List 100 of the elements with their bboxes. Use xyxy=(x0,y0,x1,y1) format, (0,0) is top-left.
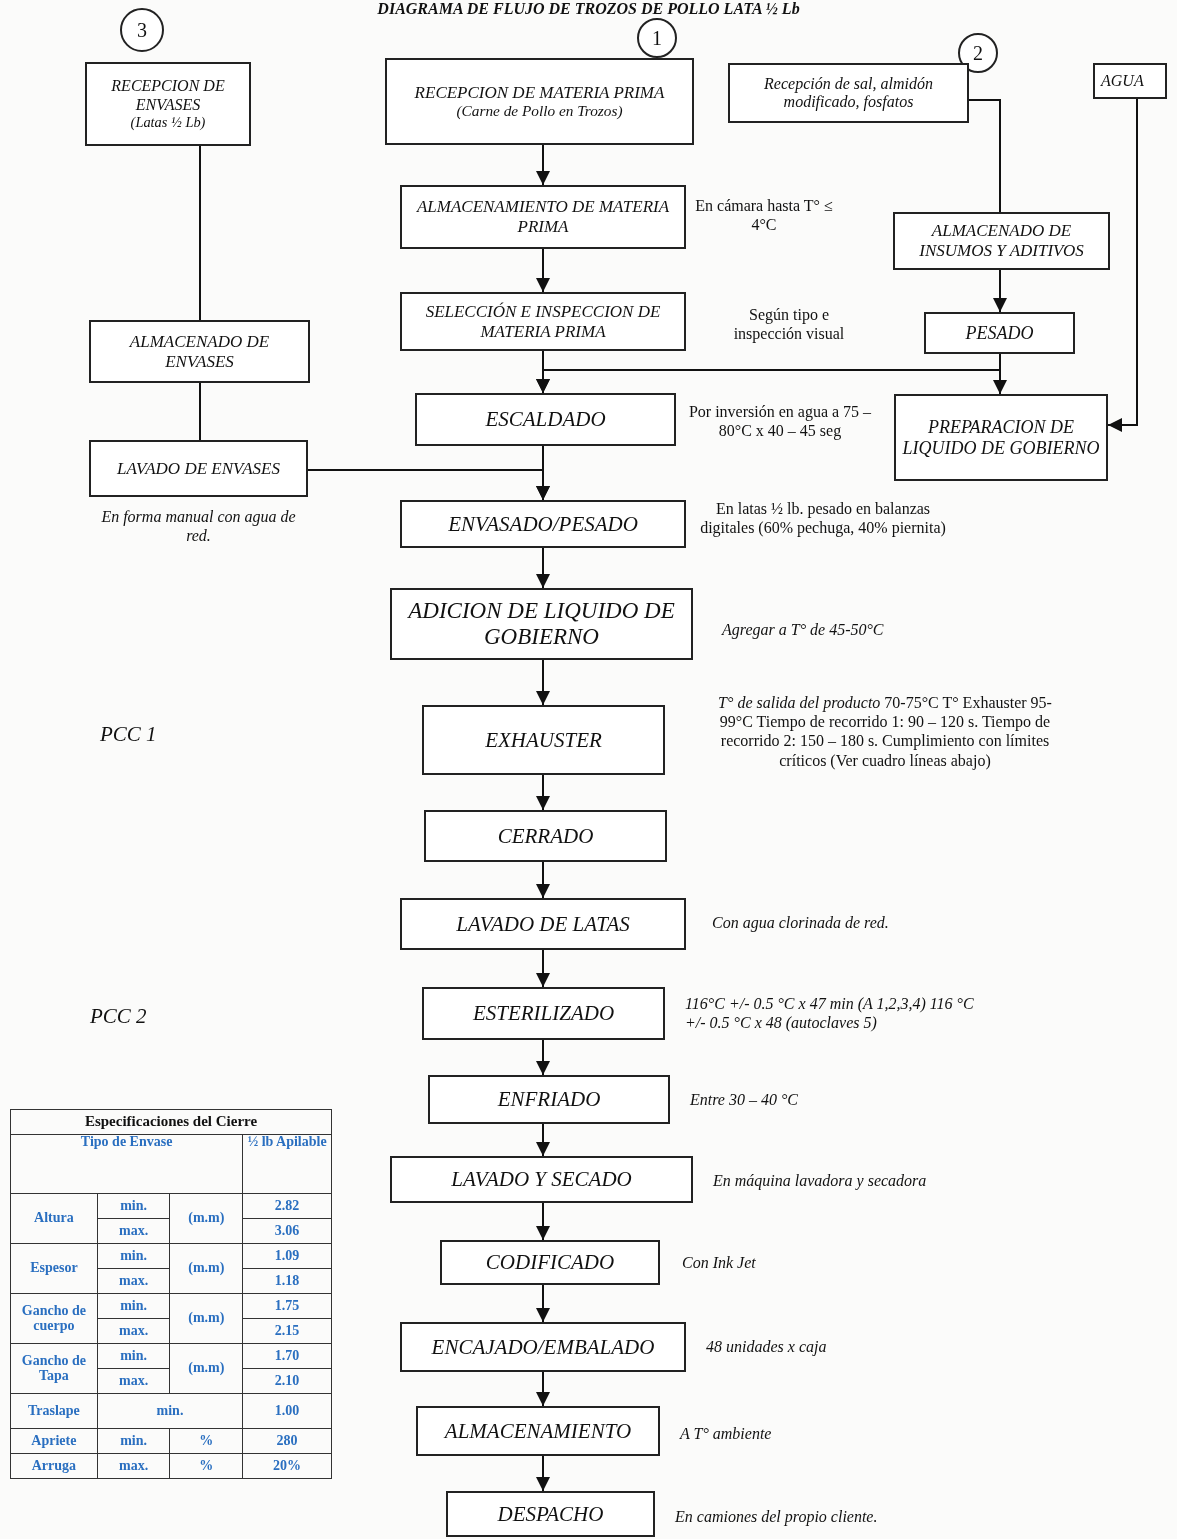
control-point-label: PCC 2 xyxy=(90,1004,147,1029)
step-note: Entre 30 – 40 °C xyxy=(690,1090,800,1110)
flow-arrow xyxy=(536,774,550,811)
flow-arrow xyxy=(1107,98,1138,432)
step-note: En latas ½ lb. pesado en balanzas digitales (60% pechuga, 40% piernita) xyxy=(699,499,947,538)
table-cell: 1.09 xyxy=(242,1243,332,1269)
step-note: En máquina lavadora y secadora xyxy=(713,1171,928,1191)
flow-arrow xyxy=(993,269,1007,313)
step-note: Con Ink Jet xyxy=(682,1253,757,1273)
process-box xyxy=(385,58,694,145)
table-cell: Arruga xyxy=(10,1453,98,1479)
step-title: RECEPCION DE MATERIA PRIMA xyxy=(414,82,665,103)
step-note: Agregar a T° de 45-50°C xyxy=(722,620,885,640)
process-box: ENCAJADO/EMBALADO xyxy=(400,1322,686,1372)
process-box: LAVADO DE ENVASES xyxy=(89,440,308,497)
flow-arrow xyxy=(536,144,550,186)
process-box: EXHAUSTER xyxy=(422,705,665,775)
table-cell: Espesor xyxy=(10,1243,98,1294)
table-cell: (m.m) xyxy=(169,1193,243,1244)
table-cell: Tipo de Envase xyxy=(10,1134,243,1194)
step-note: Con agua clorinada de red. xyxy=(712,913,890,933)
table-cell: 1.70 xyxy=(242,1343,332,1369)
table-cell: % xyxy=(169,1453,243,1479)
process-box: LAVADO Y SECADO xyxy=(390,1156,693,1203)
process-box: ADICION DE LIQUIDO DE GOBIERNO xyxy=(390,588,693,660)
table-cell: (m.m) xyxy=(169,1243,243,1294)
step-note: Por inversión en agua a 75 – 80°C x 40 – 45 seg xyxy=(687,402,873,441)
process-box: PREPARACION DE LIQUIDO DE GOBIERNO xyxy=(894,394,1108,481)
table-cell: Gancho de cuerpo xyxy=(10,1293,98,1344)
process-box xyxy=(85,62,251,146)
table-cell: Traslape xyxy=(10,1393,98,1429)
table-cell: 20% xyxy=(242,1453,332,1479)
connector-line xyxy=(199,145,201,321)
process-box: ESTERILIZADO xyxy=(422,987,665,1040)
table-cell: 3.06 xyxy=(242,1218,332,1244)
step-number-circle: 1 xyxy=(637,18,677,58)
step-note: En camiones del propio cliente. xyxy=(675,1507,879,1527)
table-cell: min. xyxy=(97,1393,243,1429)
table-cell: 1.00 xyxy=(242,1393,332,1429)
table-cell: min. xyxy=(97,1428,170,1454)
flow-arrow xyxy=(536,1123,550,1157)
table-cell: 2.82 xyxy=(242,1193,332,1219)
flow-arrow xyxy=(536,248,550,293)
process-box: ENFRIADO xyxy=(428,1075,670,1124)
step-note: (Carne de Pollo en Trozos) xyxy=(456,102,623,121)
process-box: LAVADO DE LATAS xyxy=(400,898,686,950)
flow-arrow xyxy=(536,861,550,899)
table-cell: min. xyxy=(97,1293,170,1319)
process-box: DESPACHO xyxy=(446,1491,655,1537)
table-cell: 1.18 xyxy=(242,1268,332,1294)
flow-arrow xyxy=(536,949,550,988)
control-point-label: PCC 1 xyxy=(100,722,157,747)
step-number-circle: 3 xyxy=(120,8,164,52)
process-box: ALMACENAMIENTO xyxy=(416,1406,660,1456)
step-note: 48 unidades x caja xyxy=(706,1337,828,1357)
process-box: ALMACENAMIENTO DE MATERIA PRIMA xyxy=(400,185,686,249)
table-cell: max. xyxy=(97,1453,170,1479)
step-number-circle: 2 xyxy=(958,33,998,73)
step-note: Según tipo e inspección visual xyxy=(732,305,846,344)
table-cell: Apriete xyxy=(10,1428,98,1454)
step-note: En forma manual con agua de red. xyxy=(100,507,297,546)
table-cell: 2.10 xyxy=(242,1368,332,1394)
process-box: ESCALDADO xyxy=(415,393,676,446)
diagram-title: DIAGRAMA DE FLUJO DE TROZOS DE POLLO LATA ½ Lb xyxy=(376,0,801,18)
table-cell: Especificaciones del Cierre xyxy=(10,1109,332,1135)
table-cell: min. xyxy=(97,1343,170,1369)
table-cell: 1.75 xyxy=(242,1293,332,1319)
table-cell: (m.m) xyxy=(169,1343,243,1394)
table-cell: 2.15 xyxy=(242,1318,332,1344)
connector-line xyxy=(199,382,201,441)
step-note: En cámara hasta T° ≤ 4°C xyxy=(694,196,834,235)
process-box: CERRADO xyxy=(424,810,667,862)
process-box: AGUA xyxy=(1093,63,1167,99)
process-box: ENVASADO/PESADO xyxy=(400,500,686,548)
process-box: CODIFICADO xyxy=(440,1240,660,1285)
flow-arrow xyxy=(536,1202,550,1241)
step-note: T° de salida del producto 70-75°C T° Exhauster 95-99°C Tiempo de recorrido 1: 90 – 120 s. Tiempo de recorrido 2: 150 – 180 s. Cumplimiento con límites críticos (Ver cuadro líneas abajo) xyxy=(717,693,1053,770)
step-note: A T° ambiente xyxy=(680,1424,773,1444)
table-cell: min. xyxy=(97,1193,170,1219)
flow-arrow xyxy=(536,1371,550,1407)
flow-arrow xyxy=(536,659,550,706)
table-cell: 280 xyxy=(242,1428,332,1454)
process-box: SELECCIÓN E INSPECCION DE MATERIA PRIMA xyxy=(400,292,686,351)
flow-arrow xyxy=(536,1039,550,1076)
step-title: RECEPCION DE ENVASES xyxy=(110,77,226,115)
connector-line xyxy=(968,99,1001,213)
table-cell: % xyxy=(169,1428,243,1454)
flow-arrow xyxy=(536,1284,550,1323)
flow-arrow xyxy=(536,445,550,501)
process-box: PESADO xyxy=(924,312,1075,354)
table-cell: (m.m) xyxy=(169,1293,243,1344)
process-box: ALMACENADO DE ENVASES xyxy=(89,320,310,383)
table-cell: Gancho de Tapa xyxy=(10,1343,98,1394)
table-cell: Altura xyxy=(10,1193,98,1244)
step-note: (Latas ½ Lb) xyxy=(130,114,206,131)
flow-arrow xyxy=(536,547,550,589)
table-cell: ½ lb Apilable xyxy=(242,1134,332,1194)
table-cell: min. xyxy=(97,1243,170,1269)
flow-arrow xyxy=(536,1455,550,1492)
step-note: 116°C +/- 0.5 °C x 47 min (A 1,2,3,4) 116 °C +/- 0.5 °C x 48 (autoclaves 5) xyxy=(685,994,975,1033)
